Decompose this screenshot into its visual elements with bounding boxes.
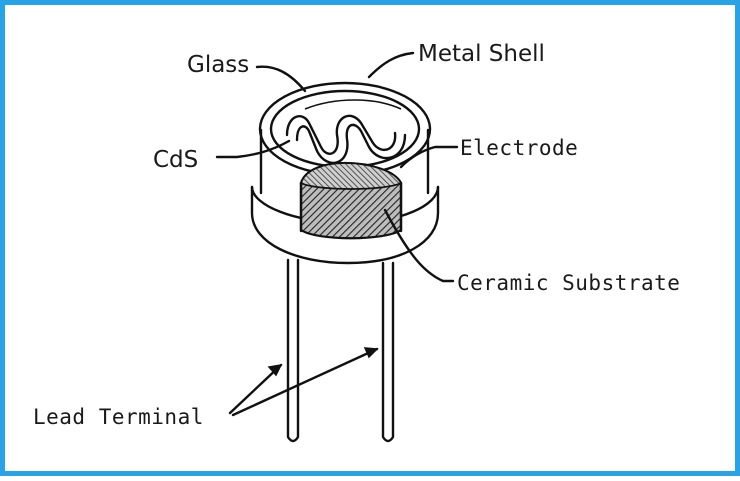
lead-terminals <box>286 258 395 443</box>
ceramic-substrate <box>299 161 403 240</box>
label-lead-terminal: Lead Terminal <box>33 405 204 429</box>
label-electrode: Electrode <box>460 136 578 160</box>
leader-lines <box>215 51 459 417</box>
cds-serpentine <box>285 99 407 164</box>
label-metal-shell: Metal Shell <box>418 41 545 67</box>
photoresistor-diagram: Glass Metal Shell CdS Electrode Ceramic … <box>33 41 680 443</box>
label-glass: Glass <box>187 52 249 78</box>
label-cds: CdS <box>153 147 198 173</box>
label-ceramic-substrate: Ceramic Substrate <box>457 271 680 295</box>
